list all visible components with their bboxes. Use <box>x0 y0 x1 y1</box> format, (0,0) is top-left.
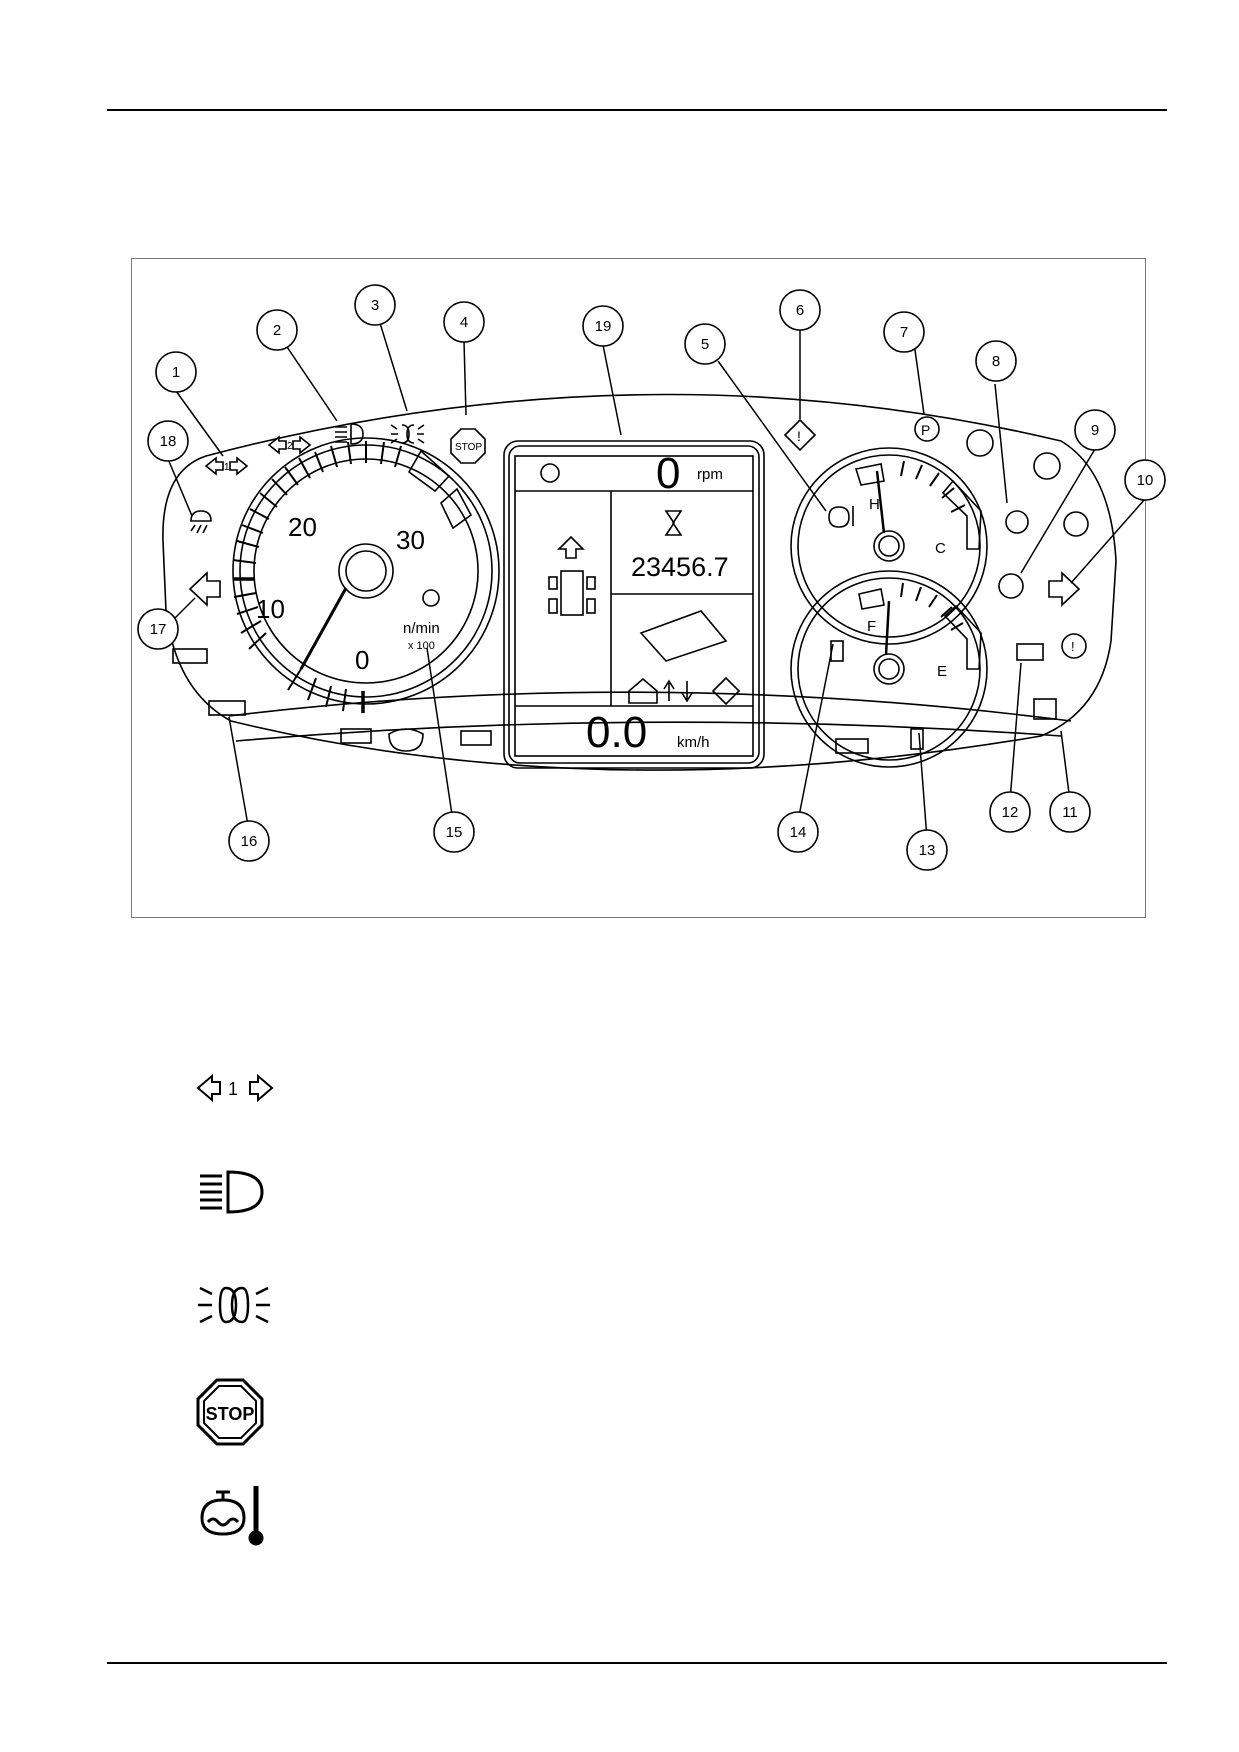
main-beam-small-icon <box>335 423 364 445</box>
callout-13: 13 <box>919 842 936 859</box>
callout-6: 6 <box>796 302 804 319</box>
callout-11: 11 <box>1062 804 1078 821</box>
tach-tick-0: 0 <box>355 645 369 675</box>
svg-text:!: ! <box>797 428 801 444</box>
callout-19: 19 <box>595 318 612 335</box>
callout-17: 17 <box>150 621 167 638</box>
temperature-gauge: H C <box>790 447 988 645</box>
callout-5: 5 <box>701 336 709 353</box>
callout-15: 15 <box>446 824 463 841</box>
svg-text:P: P <box>921 422 930 438</box>
callout-16: 16 <box>241 833 258 850</box>
legend-turn-label: 1 <box>228 1079 238 1099</box>
svg-text:2: 2 <box>287 441 293 452</box>
temp-cold-label: C <box>935 540 946 557</box>
fuel-gauge: F E <box>790 570 988 768</box>
display-hours: 23456.7 <box>631 552 729 582</box>
right-arrow-icon <box>1048 571 1081 607</box>
cluster-outline <box>162 393 1117 771</box>
coolant-temperature-icon <box>200 1486 264 1546</box>
callout-9: 9 <box>1091 422 1099 439</box>
headlamp-icon <box>190 510 212 534</box>
callout-1: 1 <box>172 364 180 381</box>
tach-tick-20: 20 <box>288 512 317 542</box>
tachometer: 20 30 10 0 n/min x 100 <box>232 437 500 713</box>
central-display: 0 rpm 23456.7 0.0 km/h <box>503 440 765 769</box>
callout-12: 12 <box>1002 804 1019 821</box>
callout-3: 3 <box>371 297 379 314</box>
display-speed-unit: km/h <box>677 734 710 751</box>
instrument-cluster-figure: 20 30 10 0 n/min x 100 0 rpm 23456.7 0.0… <box>131 258 1166 918</box>
svg-text:STOP: STOP <box>455 442 482 453</box>
warning-diamond-icon <box>783 418 817 452</box>
tach-tick-30: 30 <box>396 525 425 555</box>
legend-stop-label: STOP <box>206 1404 255 1424</box>
callout-7: 7 <box>900 324 908 341</box>
callout-4: 4 <box>460 314 468 331</box>
display-speed: 0.0 <box>586 708 647 757</box>
footer-rule <box>107 1662 1167 1664</box>
turn-1-icon <box>204 456 249 476</box>
header-rule <box>107 109 1167 111</box>
stop-small-icon <box>450 428 486 464</box>
callout-14: 14 <box>790 824 807 841</box>
tach-unit: n/min <box>403 620 440 637</box>
side-lights-small-icon <box>390 424 425 444</box>
fuel-full-label: F <box>867 618 876 635</box>
callout-18: 18 <box>160 433 177 450</box>
fuel-empty-label: E <box>937 663 947 680</box>
callout-8: 8 <box>992 353 1000 370</box>
temp-hot-label: H <box>869 496 880 513</box>
park-brake-icon <box>914 416 940 442</box>
main-beam-icon <box>200 1170 264 1214</box>
turn-2-icon <box>267 435 312 455</box>
stop-icon: STOP <box>196 1378 264 1446</box>
callout-10: 10 <box>1137 472 1154 489</box>
tach-tick-10: 10 <box>256 594 285 624</box>
callouts <box>137 284 1166 871</box>
left-arrow-icon <box>188 571 221 607</box>
turn-signal-1-icon: 1 <box>196 1073 274 1103</box>
display-rpm-unit: rpm <box>697 466 723 483</box>
tach-multiplier: x 100 <box>408 640 435 652</box>
instrument-cluster-drawing: 20 30 10 0 n/min x 100 0 rpm 23456.7 0.0… <box>137 284 1166 871</box>
callout-leaders <box>167 322 1146 840</box>
callout-2: 2 <box>273 322 281 339</box>
svg-text:1: 1 <box>224 462 230 473</box>
coolant-small-icon <box>828 506 854 528</box>
display-rpm-value: 0 <box>656 449 680 498</box>
warning-icons: 1 2 STOP ! P ! <box>172 416 1089 754</box>
cluster-lower-band <box>228 691 1072 722</box>
svg-text:!: ! <box>1071 639 1075 654</box>
side-lights-icon <box>198 1286 270 1324</box>
